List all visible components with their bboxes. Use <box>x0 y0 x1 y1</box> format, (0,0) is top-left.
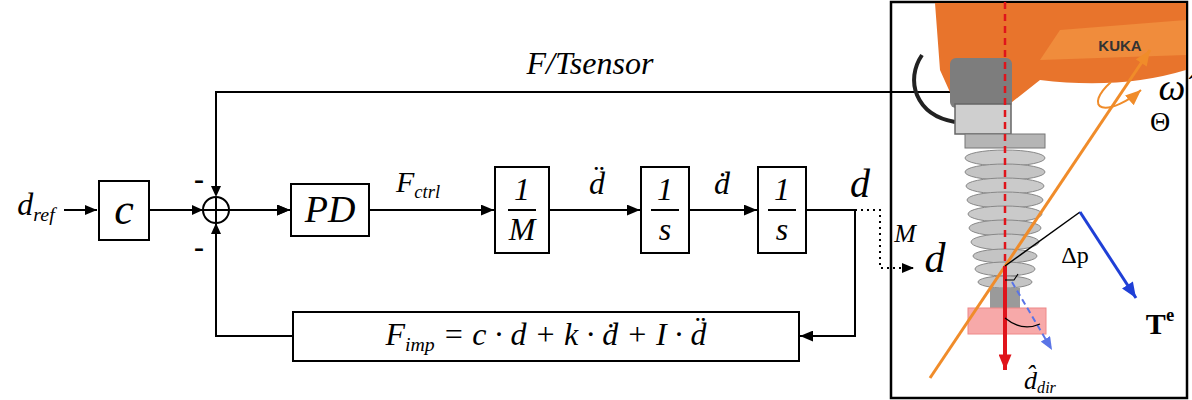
input-arrow <box>64 209 97 211</box>
text-segment: d <box>925 235 946 281</box>
text-segment: e <box>1166 304 1174 325</box>
signal-label: d̈ <box>589 167 605 201</box>
sensor-wire <box>216 92 958 188</box>
text-segment: s <box>659 211 671 247</box>
signal-connector <box>370 209 494 211</box>
mass-label: M <box>894 220 916 247</box>
text-segment: ḋ <box>714 165 730 201</box>
text-segment: PD <box>305 188 356 230</box>
block-text: 1 <box>651 173 679 211</box>
text-segment: 1 <box>514 171 530 207</box>
sign-label: - <box>194 163 204 195</box>
block-text: s <box>776 213 788 247</box>
junction-arrowhead <box>211 223 221 234</box>
text-segment: - <box>194 162 204 195</box>
direction-label: d̂dir <box>1024 367 1056 398</box>
text-segment: c <box>114 185 134 234</box>
block-text: 1 <box>768 173 796 211</box>
text-segment: 1 <box>774 171 790 207</box>
block-text: Fimp = c · d + k · ḋ + I · d̈ <box>385 318 706 355</box>
text-segment: - <box>194 230 204 263</box>
point-label: d <box>925 236 946 280</box>
robot-arm-highlight <box>1040 20 1186 60</box>
signal-connector <box>800 210 855 336</box>
junction-arrowhead <box>211 186 221 197</box>
sign-label: - <box>194 231 204 263</box>
text-segment: d̈ <box>589 165 605 201</box>
impedance-box: Fimp = c · d + k · ḋ + I · d̈ <box>292 311 800 362</box>
integrator-box: 1s <box>640 166 690 254</box>
text-segment: d <box>850 161 870 206</box>
text-segment: T <box>1146 307 1166 340</box>
signal-name: d <box>850 163 870 205</box>
gain-box: c <box>98 180 150 241</box>
text-segment: M <box>509 211 536 247</box>
angle-arc <box>1005 318 1040 327</box>
block-text: 1 <box>508 173 536 211</box>
force-torque-sensor <box>955 104 1011 134</box>
robot-wrist <box>950 58 1012 108</box>
text-segment: d <box>17 186 33 222</box>
text-segment: imp <box>405 333 435 355</box>
junction-arrowhead <box>192 205 203 215</box>
offset-label: Δp <box>1061 243 1088 268</box>
transfer-box: 1M <box>494 166 550 254</box>
text-segment: ω̂ <box>1159 66 1186 108</box>
block-text: s <box>659 213 671 247</box>
text-segment: ctrl <box>414 181 440 202</box>
signal-label: Fctrl <box>396 166 440 201</box>
junction-plus <box>215 197 217 223</box>
block-text: PD <box>305 190 356 230</box>
text-segment: d̂ <box>1024 366 1037 395</box>
signal-connector <box>690 209 757 211</box>
text-segment: Δp <box>1061 242 1088 268</box>
signal-name: F/Tsensor <box>527 47 654 81</box>
right-angle-mark <box>1005 274 1018 280</box>
axis-label: ω̂ <box>1159 68 1186 108</box>
text-segment: ref <box>33 203 54 225</box>
text-segment: F <box>385 316 405 352</box>
rotation-axis <box>930 50 1150 378</box>
robot-logo: KUKA <box>1098 38 1141 54</box>
block-text: M <box>509 213 536 247</box>
integrator-box: 1s <box>757 166 807 254</box>
text-segment: Θ <box>1150 106 1170 137</box>
robot-arm <box>935 3 1186 110</box>
text-segment: KUKA <box>1098 37 1141 54</box>
robot-panel <box>891 2 1187 398</box>
text-segment: s <box>776 211 788 247</box>
block-text: c <box>114 187 134 233</box>
torque-projection <box>1012 282 1052 350</box>
signal-connector <box>550 209 640 211</box>
text-segment: = c · d + k · ḋ + I · d̈ <box>435 316 707 352</box>
summing-junction <box>203 197 229 223</box>
direction-axis-dashed <box>1004 2 1007 266</box>
angle-label: Θ <box>1150 107 1170 136</box>
signal-connector <box>216 210 292 336</box>
text-segment: F <box>396 165 414 198</box>
text-segment: M <box>894 219 916 248</box>
torque-label: Te <box>1146 305 1174 340</box>
signal-label: ḋ <box>714 167 730 201</box>
signal-name: dref <box>17 188 54 225</box>
text-segment: 1 <box>657 171 673 207</box>
robot-cable <box>914 55 955 122</box>
text-segment: F/Tsensor <box>527 45 654 81</box>
text-segment: dir <box>1037 379 1056 396</box>
rotation-arrow <box>1098 82 1141 108</box>
controller-box: PD <box>290 183 370 237</box>
